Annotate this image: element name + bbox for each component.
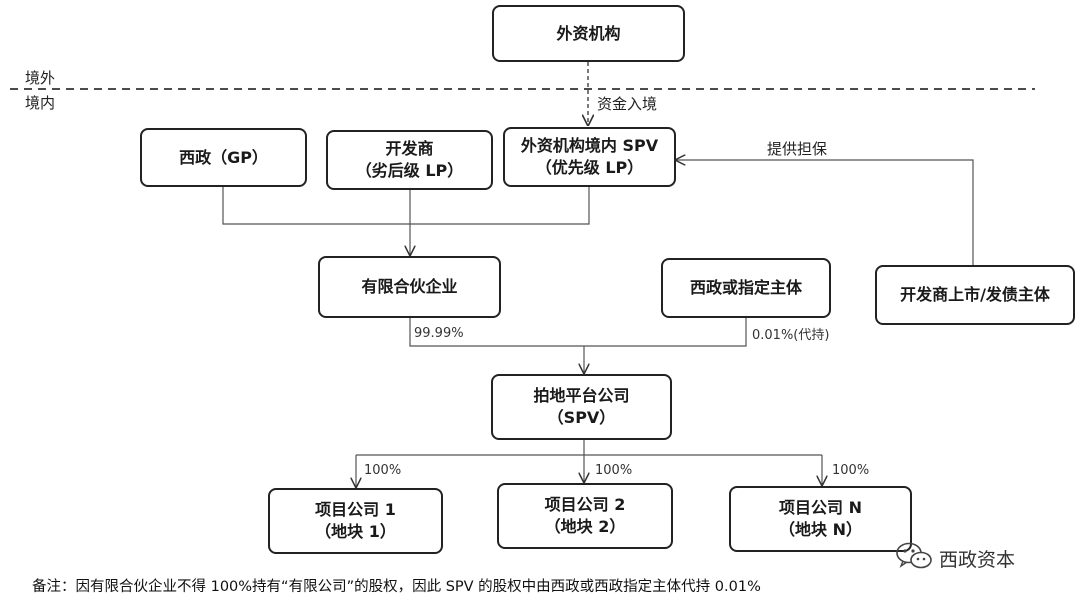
developer-label: 开发商 bbox=[385, 139, 434, 158]
region-onshore-label: 境内 bbox=[25, 94, 56, 112]
project-company-n-label: 项目公司 N bbox=[779, 498, 862, 517]
xizheng-gp-box: 西政（GP） bbox=[140, 128, 307, 187]
footnote: 备注：因有限合伙企业不得 100%持有“有限公司”的股权，因此 SPV 的股权中… bbox=[32, 579, 761, 595]
designated-entity-box: 西政或指定主体 bbox=[661, 258, 831, 318]
platform-company-box: 拍地平台公司 （SPV） bbox=[491, 374, 672, 440]
lp-enterprise-label: 有限合伙企业 bbox=[361, 277, 458, 296]
project-company-n-sublabel: （地块 N） bbox=[779, 520, 862, 539]
pct-project1-label: 100% bbox=[364, 463, 402, 478]
lp-to-platform-connector bbox=[409, 318, 747, 347]
foreign-institution-box: 外资机构 bbox=[492, 5, 685, 62]
platform-company-label: 拍地平台公司 bbox=[533, 386, 630, 405]
guarantee-label: 提供担保 bbox=[767, 140, 828, 158]
lp-enterprise-box: 有限合伙企业 bbox=[318, 256, 501, 318]
project-company-1-label: 项目公司 1 bbox=[315, 500, 396, 519]
project-company-1-box: 项目公司 1 （地块 1） bbox=[268, 488, 443, 554]
pct-projectn-label: 100% bbox=[832, 463, 870, 478]
project-company-2-sublabel: （地块 2） bbox=[544, 517, 626, 536]
foreign-spv-label: 外资机构境内 SPV bbox=[520, 136, 659, 155]
developer-box: 开发商 （劣后级 LP） bbox=[326, 130, 493, 190]
capital-inflow-label: 资金入境 bbox=[597, 95, 658, 113]
foreign-spv-box: 外资机构境内 SPV （优先级 LP） bbox=[503, 127, 676, 187]
project-company-1-sublabel: （地块 1） bbox=[315, 522, 396, 541]
xizheng-gp-label: 西政（GP） bbox=[179, 147, 268, 167]
region-offshore-label: 境外 bbox=[25, 69, 56, 87]
project-company-n-box: 项目公司 N （地块 N） bbox=[729, 486, 912, 552]
wechat-icon bbox=[895, 541, 933, 576]
pct-lp-label: 99.99% bbox=[414, 326, 464, 341]
gp-connector bbox=[222, 187, 590, 225]
project-company-2-label: 项目公司 2 bbox=[544, 495, 626, 514]
developer-guarantor-box: 开发商上市/发债主体 bbox=[875, 265, 1075, 325]
guarantee-arrow bbox=[676, 160, 974, 265]
designated-entity-label: 西政或指定主体 bbox=[689, 278, 802, 297]
watermark: 西政资本 bbox=[895, 541, 1015, 576]
developer-sublabel: （劣后级 LP） bbox=[355, 161, 464, 180]
platform-company-sublabel: （SPV） bbox=[547, 408, 616, 427]
pct-project2-label: 100% bbox=[595, 463, 633, 478]
pct-designated-label: 0.01%(代持) bbox=[752, 328, 830, 343]
watermark-text: 西政资本 bbox=[939, 549, 1016, 571]
foreign-institution-label: 外资机构 bbox=[556, 23, 621, 43]
project-company-2-box: 项目公司 2 （地块 2） bbox=[497, 483, 673, 549]
developer-guarantor-label: 开发商上市/发债主体 bbox=[900, 285, 1050, 304]
foreign-spv-sublabel: （优先级 LP） bbox=[535, 158, 644, 177]
